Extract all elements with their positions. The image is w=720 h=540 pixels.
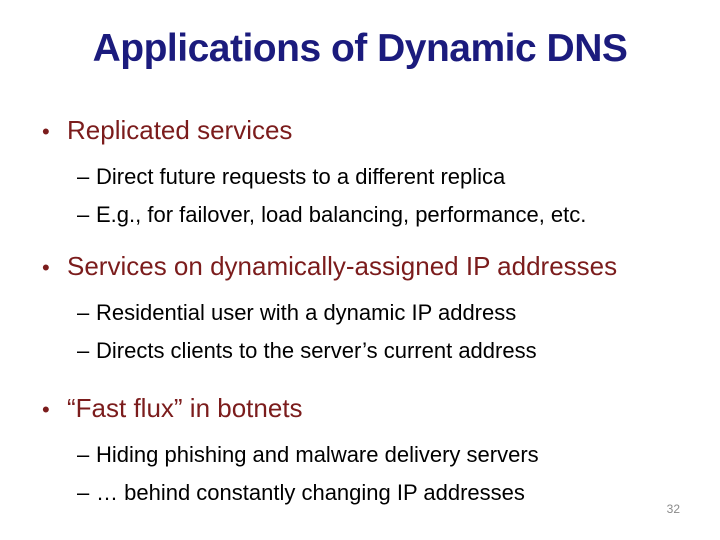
- bullet-group-replicated-services: • Replicated services – Direct future re…: [0, 114, 720, 234]
- sub-bullet-label: E.g., for failover, load balancing, perf…: [96, 202, 587, 227]
- bullet-group-fast-flux: • “Fast flux” in botnets – Hiding phishi…: [0, 392, 720, 512]
- bullet-icon: •: [42, 255, 50, 280]
- sub-bullet-label: Hiding phishing and malware delivery ser…: [96, 442, 539, 467]
- bullet-group-dynamic-ip-services: • Services on dynamically-assigned IP ad…: [0, 250, 720, 370]
- bullet-item: • Replicated services: [0, 114, 720, 148]
- bullet-icon: •: [42, 119, 50, 144]
- dash-icon: –: [77, 338, 90, 363]
- slide-title: Applications of Dynamic DNS: [92, 27, 628, 70]
- bullet-label: “Fast flux” in botnets: [67, 393, 303, 423]
- sub-bullet-item: – Direct future requests to a different …: [0, 158, 720, 196]
- dash-icon: –: [77, 164, 90, 189]
- dash-icon: –: [77, 480, 90, 505]
- bullet-label: Services on dynamically-assigned IP addr…: [67, 251, 618, 281]
- bullet-icon: •: [42, 397, 50, 422]
- sub-bullet-item: – Hiding phishing and malware delivery s…: [0, 436, 720, 474]
- bullet-item: • Services on dynamically-assigned IP ad…: [0, 250, 720, 284]
- sub-bullet-item: – … behind constantly changing IP addres…: [0, 474, 720, 512]
- sub-bullet-label: … behind constantly changing IP addresse…: [96, 480, 525, 505]
- sub-bullet-item: – E.g., for failover, load balancing, pe…: [0, 196, 720, 234]
- bullet-item: • “Fast flux” in botnets: [0, 392, 720, 426]
- sub-bullet-label: Residential user with a dynamic IP addre…: [96, 300, 517, 325]
- sub-bullet-label: Directs clients to the server’s current …: [96, 338, 537, 363]
- sub-bullet-label: Direct future requests to a different re…: [96, 164, 506, 189]
- dash-icon: –: [77, 202, 90, 227]
- dash-icon: –: [77, 300, 90, 325]
- page-number: 32: [666, 502, 680, 516]
- bullet-label: Replicated services: [67, 115, 293, 145]
- dash-icon: –: [77, 442, 90, 467]
- sub-bullet-item: – Residential user with a dynamic IP add…: [0, 294, 720, 332]
- sub-bullet-item: – Directs clients to the server’s curren…: [0, 332, 720, 370]
